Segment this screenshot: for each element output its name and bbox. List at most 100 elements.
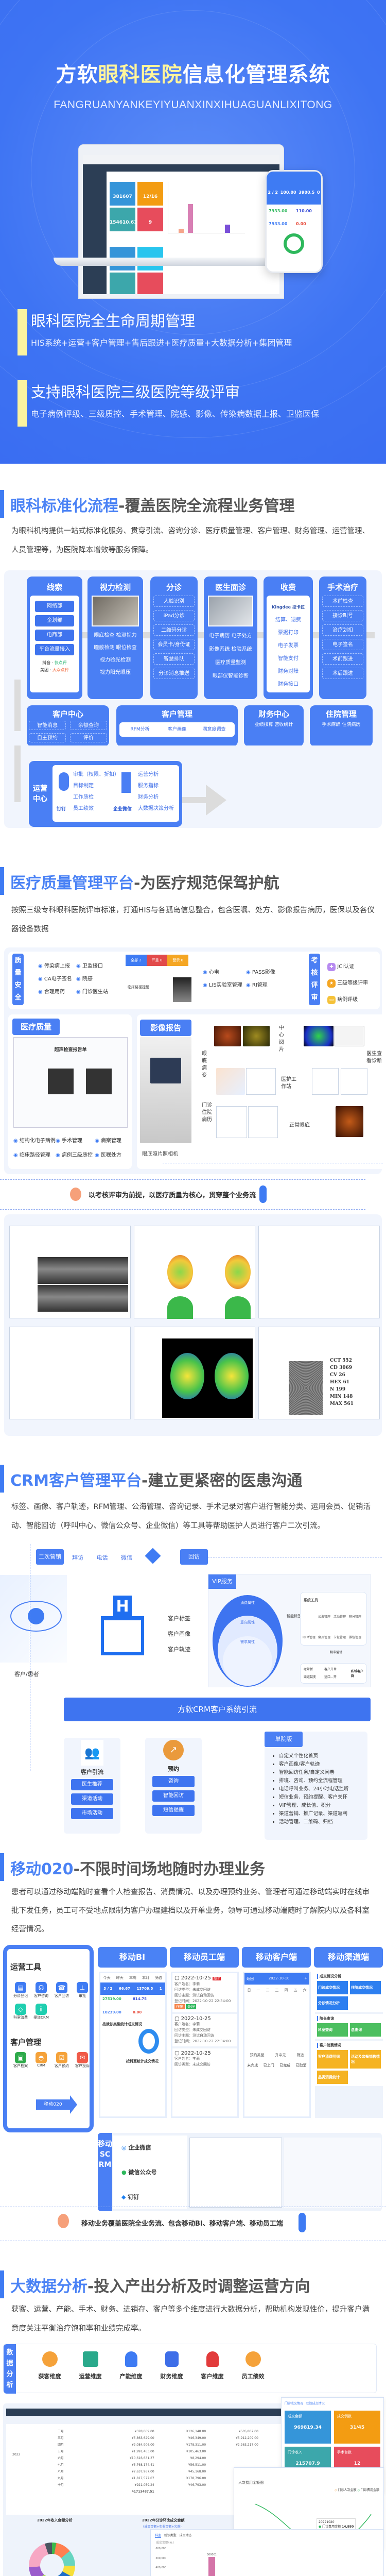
arrow-icon bbox=[70, 2095, 77, 2114]
dimensions-bar: 数据分析 获客维度 运营维度 产能维度 财务维度 客户维度 员工绩效 bbox=[3, 2344, 377, 2393]
monitor-icon: ▭ bbox=[327, 996, 336, 1004]
doc-icon bbox=[121, 772, 131, 793]
box-ops-center: 运营中心 审批（权限、折扣）目标制定工作质检员工绩效 钉钉 运营分析服务指标财务… bbox=[29, 761, 182, 827]
alert-tabs: 全部 2 严重 0 警示 0 bbox=[126, 955, 188, 966]
phone-mockup: 2 / 2 100.00 3900.5 0 7933.00 110.00 793… bbox=[265, 170, 323, 273]
bar-chart-plot: 81010.29财务部8003000500001眼科22800029532551… bbox=[168, 2547, 379, 2576]
scrm-flow-screenshot bbox=[284, 2138, 381, 2208]
head-mobile-bi: 移动BI bbox=[98, 1947, 167, 1968]
equipment-photo bbox=[208, 596, 253, 626]
register-icon: ▤ bbox=[15, 1982, 26, 1993]
equipment-photo bbox=[92, 596, 139, 626]
crm-icon: ◓ bbox=[36, 2052, 47, 2063]
section-desc: 获客、运营、产能、手术、财务、进销存、客户等多个维度进行大数据分析，帮助机构发现… bbox=[0, 2300, 386, 2338]
box-vision-test: 视力检测 眼底检查 检测视力 瞳散检测 眼位检查 视力验光检测 视力阳光眼压 bbox=[87, 577, 143, 699]
attribute-circles: 消费属性 意向属性 需求属性 bbox=[213, 1595, 283, 1687]
mobile-banner: 移动业务覆盖医院全业务流、包含移动BI、移动客户端、移动员工端 bbox=[0, 2202, 386, 2244]
ops-panel: 运营中心 审批（权限、折扣）目标制定工作质检员工绩效 钉钉 运营分析服务指标财务… bbox=[4, 745, 382, 828]
box-customer-center: 客户中心 智能消息 余额查询 自主预约 评价 bbox=[27, 705, 109, 747]
customer-icon bbox=[206, 2351, 219, 2367]
laptop-screen: 381607 12/16 154610.61 9 bbox=[83, 155, 279, 294]
database-icon bbox=[59, 772, 69, 791]
kpi-tile bbox=[137, 273, 163, 294]
section-desc: 按照三级专科眼科医院评审标准，打通HIS与各孤岛信息整合，包含医嘱、处方、影像报… bbox=[0, 901, 386, 939]
report-screenshot: 超声检查报告单 bbox=[13, 1037, 128, 1128]
flow-panel: 线索 网络部 企划部 电商部 平台流量接入 抖音 · 快点评 美团 · 大众点评… bbox=[4, 570, 382, 751]
arrow-icon bbox=[206, 785, 226, 816]
topography-map bbox=[304, 1026, 334, 1046]
bigdata-diagram: 数据分析 获客维度 运营维度 产能维度 财务维度 客户维度 员工绩效 2022 … bbox=[0, 2344, 386, 2576]
mobile-o2o-arrow: 移动020 bbox=[36, 2099, 70, 2110]
box-doctor-consult: 医生面诊 电子病历 电子处方 影像系统 检验系统 医疗质量监测 眼部仪智能诊断 bbox=[204, 577, 257, 699]
section-desc: 患者可以通过移动端随时查看个人检查报告、消费情况、以及办理预约业务、管理者可通过… bbox=[0, 1883, 386, 1939]
box-triage: 分诊 人脸识别 iPad分诊 二维码分诊 会员卡/身份证 智慧排队 分诊消息推送 bbox=[150, 577, 198, 699]
wecom-icon: ◎ bbox=[121, 2144, 127, 2151]
kpi-tile bbox=[110, 273, 135, 294]
complaint-icon: ✉ bbox=[77, 2052, 88, 2063]
mascot-icon bbox=[58, 2214, 69, 2228]
phone-icon: ☎ bbox=[56, 1982, 67, 1993]
record-screenshot bbox=[248, 1106, 278, 1138]
diamond-icon: ◇ bbox=[15, 2004, 26, 2015]
mascot-icon bbox=[299, 2213, 306, 2232]
section-title: 医疗质量管理平台-为医疗规范保驾护航 bbox=[10, 870, 279, 893]
kpi-tile: 154610.61 bbox=[110, 208, 135, 231]
kpi-tile: 12/16 bbox=[137, 182, 163, 206]
file-icon: ▣ bbox=[15, 2052, 26, 2063]
hero-banner: 方软眼科医院信息化管理系统 FANGRUANYANKEYIYUANXINXIHU… bbox=[0, 0, 386, 464]
flow-track bbox=[14, 680, 21, 731]
vip-panel: VIP服务 消费属性 意向属性 需求属性 智能标签 系统工具 公海管理活动管理积… bbox=[208, 1574, 371, 1687]
staff-screen: ▢ 2022-10-25 超时 客户姓名：李莉回访类型：未成交回访回访主题：测试… bbox=[171, 1972, 239, 2118]
headset-icon: ☊ bbox=[36, 1982, 47, 1993]
wechat-icon: ● bbox=[121, 2169, 127, 2176]
scrm-table-screenshot bbox=[189, 2138, 282, 2208]
donut-chart bbox=[284, 233, 304, 254]
mascot-icon bbox=[70, 1188, 81, 1201]
operations-icon bbox=[83, 2351, 98, 2367]
mascot-icon bbox=[259, 1185, 267, 1203]
chart-circle-icon: ↗ bbox=[163, 1740, 184, 1760]
record-screenshot bbox=[216, 1106, 247, 1138]
kpi-tile: 381607 bbox=[110, 182, 135, 206]
channel-screen: 成交情况分析 门诊成交情况住院成交情况分诊情况分析 院长查询 科室查询总查询 客… bbox=[315, 1972, 383, 2118]
patient-illustration bbox=[0, 1575, 67, 1663]
users-icon: 👥 bbox=[81, 1740, 103, 1766]
medal-icon: ★ bbox=[327, 979, 336, 988]
box-inpatient: 住院管理 手术麻醉 住院病历 bbox=[310, 705, 373, 747]
corneal-map-screenshot bbox=[134, 1327, 255, 1419]
kpi-tile: 9 bbox=[137, 208, 163, 231]
head-mobile-channel: 移动渠道端 bbox=[314, 1947, 383, 1968]
scrm-row: 移动SCRM ◎ 企业微信 ● 微信公众号 ◆ 钉钉 bbox=[0, 2120, 386, 2202]
workstation-screenshot bbox=[312, 1068, 339, 1095]
section-title: 眼科标准化流程-覆盖医院全流程业务管理 bbox=[10, 493, 294, 516]
phone-header: 2 / 2 100.00 3900.5 0 bbox=[267, 172, 321, 205]
head-mobile-customer: 移动客户端 bbox=[242, 1947, 311, 1968]
app-nav bbox=[83, 164, 279, 172]
section-title: 移动020-不限时间场地随时办理业务 bbox=[10, 1856, 265, 1879]
section-medical-quality: 医疗质量管理平台-为医疗规范保驾护航 按照三级专科眼科医院评审标准，打通HIS与… bbox=[0, 828, 386, 1436]
quality-banner: 以考核评审为前提，以医疗质量为核心，贯穿整个业务流 bbox=[0, 1174, 386, 1210]
hospital-icon: H bbox=[101, 1596, 144, 1657]
crm-bar: 方软CRM客户系统引流 bbox=[64, 1698, 371, 1721]
xray-thumbnail bbox=[173, 977, 191, 1002]
bar-chart bbox=[168, 182, 245, 233]
imaging-card: 影像报告 眼底照片照相机 眼底病变 中心阅片 医生查看诊断 医护工作站 门诊住院… bbox=[137, 1014, 386, 1169]
visual-field-screenshot bbox=[134, 1226, 255, 1318]
bar[interactable] bbox=[208, 2557, 216, 2576]
section-mobile: 移动020-不限时间场地随时办理业务 患者可以通过移动端随时查看个人检查报告、消… bbox=[0, 1817, 386, 2244]
section-desc: 标签、画像、客户轨迹，RFM管理、公海管理、咨询记录、手术记录对客户进行智能分类… bbox=[0, 1498, 386, 1536]
donut-chart bbox=[138, 2029, 159, 2054]
box-surgery: 手术治疗 术前检查 接诊叫号 治疗划扣 电子签名 术前跟进 术后跟进 bbox=[319, 577, 366, 699]
hero-subtitle: FANGRUANYANKEYIYUANXINXIHUAGUANLIXITONG bbox=[0, 99, 386, 111]
section-title: 大数据分析-投入产出分析及时调整运营方向 bbox=[10, 2274, 310, 2296]
browser-bar bbox=[83, 155, 279, 164]
capacity-icon bbox=[125, 2351, 137, 2367]
section-standard-flow: 眼科标准化流程-覆盖医院全流程业务管理 为眼科机构提供一站式标准化服务、贯穿引流… bbox=[0, 464, 386, 828]
fundus-image bbox=[243, 1026, 270, 1046]
ward-photo bbox=[216, 1068, 245, 1095]
box-billing: 收费 Kingdee 拉卡拉 结算、退费 票据打印 电子发票 智能支付 财务对账… bbox=[264, 577, 313, 699]
stamp-icon: ⊥ bbox=[77, 1982, 88, 1993]
box-leads: 线索 网络部 企划部 电商部 平台流量接入 抖音 · 快点评 美团 · 大众点评 bbox=[27, 577, 82, 699]
